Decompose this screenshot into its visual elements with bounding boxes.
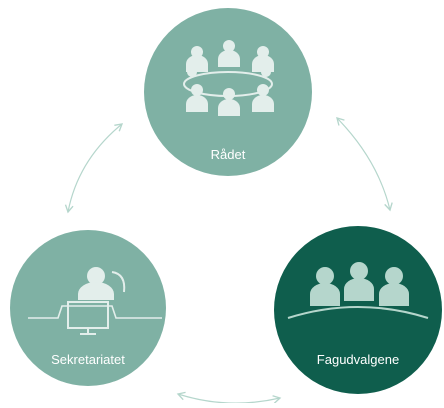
secretary-desk-icon [28,267,162,335]
sekretariatet-circle [10,230,166,386]
arrow-raadet-fagudvalgene [336,117,393,212]
node-sekretariatet [10,230,166,386]
raadet-label: Rådet [210,147,246,162]
node-raadet [144,8,312,176]
council-meeting-icon [183,40,274,116]
fagudvalgene-label: Fagudvalgene [316,352,400,367]
node-fagudvalgene [274,226,442,394]
committee-group-icon [287,262,429,319]
sekretariatet-label: Sekretariatet [51,352,125,367]
fagudvalgene-circle [274,226,442,394]
arrow-raadet-sekretariatet [64,123,124,214]
arrow-sekretariatet-fagudvalgene [176,391,282,404]
